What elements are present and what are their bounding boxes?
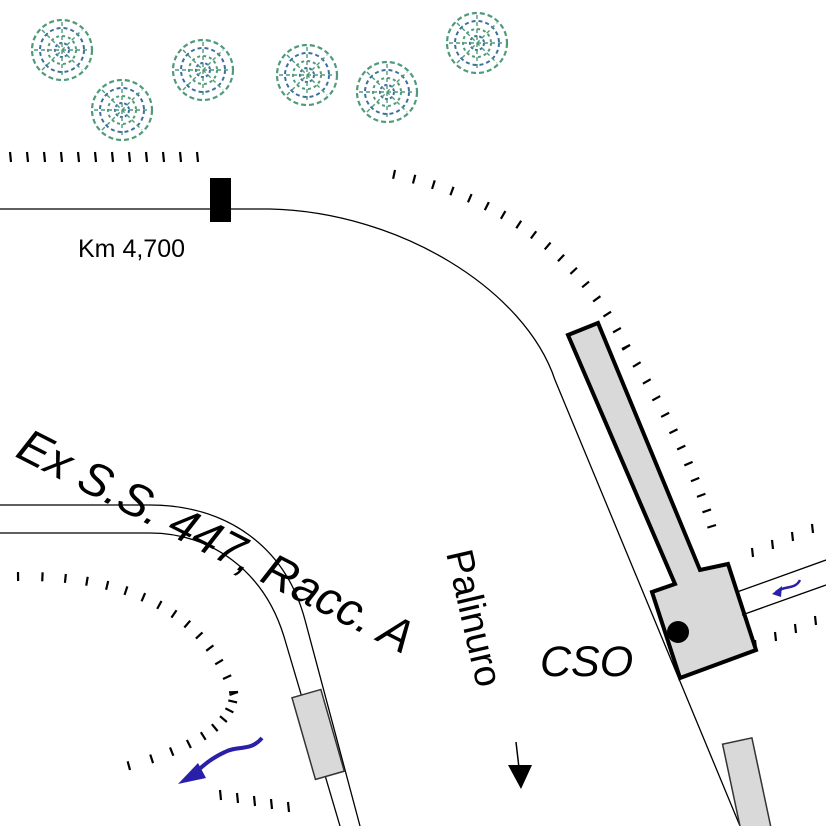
hatch-mark <box>813 615 818 626</box>
hatch-mark <box>676 444 686 451</box>
hatch-mark <box>690 476 700 483</box>
hatch-mark <box>569 266 578 275</box>
hatch-mark <box>195 631 204 640</box>
hatch-mark <box>515 220 523 229</box>
hatch-mark <box>707 523 717 529</box>
hatch-mark <box>651 395 661 402</box>
hatch-mark <box>668 428 679 435</box>
direction-label: Palinuro <box>437 546 509 691</box>
hatch-mark <box>149 754 155 764</box>
hatch-mark <box>581 280 590 289</box>
hatch-mark <box>543 241 552 251</box>
road-edge-upper <box>0 208 741 826</box>
hatch-mark <box>222 674 232 680</box>
hatch-mark <box>466 193 473 203</box>
hatch-mark <box>126 761 132 771</box>
hatch-mark <box>632 361 642 368</box>
road-edge-lower-inner <box>0 532 341 826</box>
hatch-mark <box>392 169 397 180</box>
hatch-mark <box>195 151 200 163</box>
hatch-mark <box>161 151 166 163</box>
hatch-mark <box>183 619 192 629</box>
hatch-mark <box>557 254 565 263</box>
hatch-mark <box>25 151 30 163</box>
hatch-mark <box>770 539 775 550</box>
hatch-mark <box>218 789 223 801</box>
manhole-dot-icon <box>667 621 689 643</box>
hatch-mark <box>8 151 13 163</box>
hatch-mark <box>602 310 612 318</box>
small-structure-right <box>721 737 773 826</box>
hatch-mark <box>93 151 98 163</box>
hatch-mark <box>529 230 538 240</box>
hatch-mark <box>683 460 694 467</box>
hatch-mark <box>750 547 755 558</box>
hatch-mark <box>483 201 490 211</box>
channel-edge-bottom <box>741 584 826 616</box>
channel-flow-arrowhead <box>772 586 782 597</box>
hatch-mark <box>499 210 507 220</box>
hatch-mark <box>224 707 234 714</box>
hatch-mark <box>211 723 219 732</box>
hatch-mark <box>449 186 455 196</box>
hatch-mark <box>252 795 257 807</box>
hatch-mark <box>185 739 192 749</box>
hatch-mark <box>178 151 183 163</box>
km-marker-post <box>210 178 231 222</box>
hatch-mark <box>228 699 238 704</box>
hatch-mark <box>810 523 815 534</box>
hatch-mark <box>621 344 631 351</box>
hatch-mark <box>42 151 47 163</box>
hatch-mark <box>127 151 132 163</box>
hatch-mark <box>702 508 712 514</box>
road-edge-lower-outer <box>0 504 361 826</box>
hatch-mark <box>140 592 147 602</box>
hatch-mark <box>411 174 417 184</box>
curved-flow-arrow-icon <box>194 736 264 774</box>
road-name-label: Ex S.S. 447, Racc. A <box>9 418 423 664</box>
hatch-mark <box>793 623 798 634</box>
hatch-mark <box>269 798 274 810</box>
hatch-mark <box>592 295 602 303</box>
tree-cluster-icon <box>30 11 509 142</box>
hatch-mark <box>110 151 115 163</box>
hatch-mark <box>123 586 129 596</box>
hatch-mark <box>85 576 89 586</box>
direction-arrow-shaft <box>515 741 520 769</box>
hatch-mark <box>660 411 670 418</box>
hatch-mark <box>431 180 436 190</box>
curved-flow-arrowhead <box>178 763 206 784</box>
hatch-mark <box>696 492 706 498</box>
hatch-mark <box>205 644 215 652</box>
down-arrow-icon <box>508 765 532 789</box>
hatch-mark <box>612 326 622 334</box>
hatch-mark <box>235 792 240 804</box>
small-structure-left <box>291 688 346 781</box>
cso-outfall-structure <box>565 320 759 681</box>
hatch-mark <box>642 378 652 385</box>
hatch-mark <box>790 531 795 542</box>
hatch-mark <box>59 151 64 163</box>
hatch-mark <box>214 658 224 666</box>
hatch-mark <box>773 631 778 642</box>
hatch-mark <box>105 580 110 590</box>
hatch-mark <box>199 731 207 741</box>
hatch-mark <box>170 609 178 619</box>
facility-label: CSO <box>540 638 633 686</box>
hatch-mark <box>76 151 81 163</box>
hatch-mark <box>144 151 149 163</box>
km-marker-label: Km 4,700 <box>78 235 185 263</box>
channel-edge-top <box>736 559 826 593</box>
hatch-mark <box>156 600 163 610</box>
hatch-mark <box>286 801 291 813</box>
hatch-mark <box>63 573 67 584</box>
hatch-mark <box>219 715 228 723</box>
embankment-hatches <box>8 151 818 813</box>
hatch-mark <box>168 747 175 757</box>
